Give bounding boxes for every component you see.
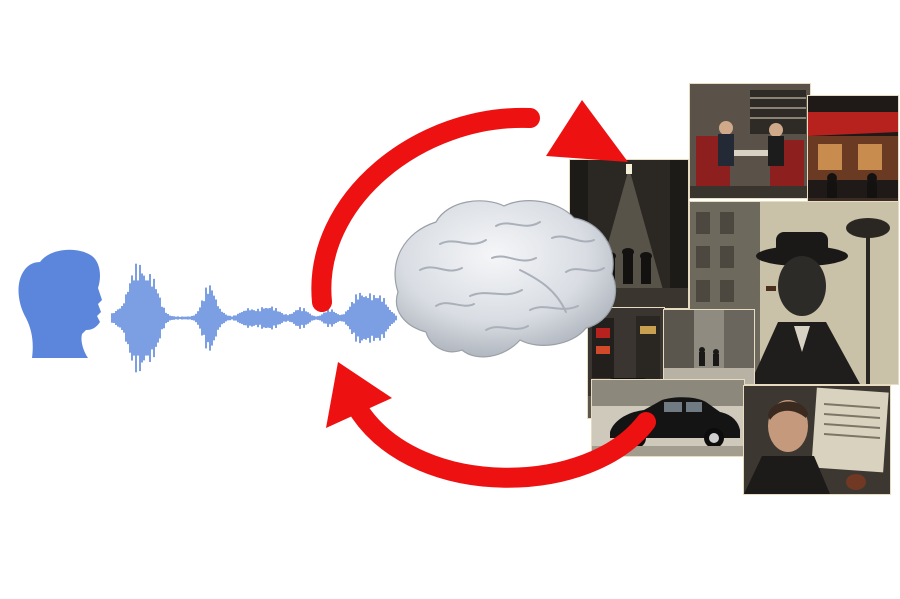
noir-diner-couple <box>690 84 810 198</box>
noir-night-cafe <box>808 96 898 208</box>
arrow-speech-to-imagery <box>311 100 628 312</box>
noir-man-reading-newspaper <box>744 386 890 494</box>
arrow-imagery-to-speech <box>326 362 656 488</box>
